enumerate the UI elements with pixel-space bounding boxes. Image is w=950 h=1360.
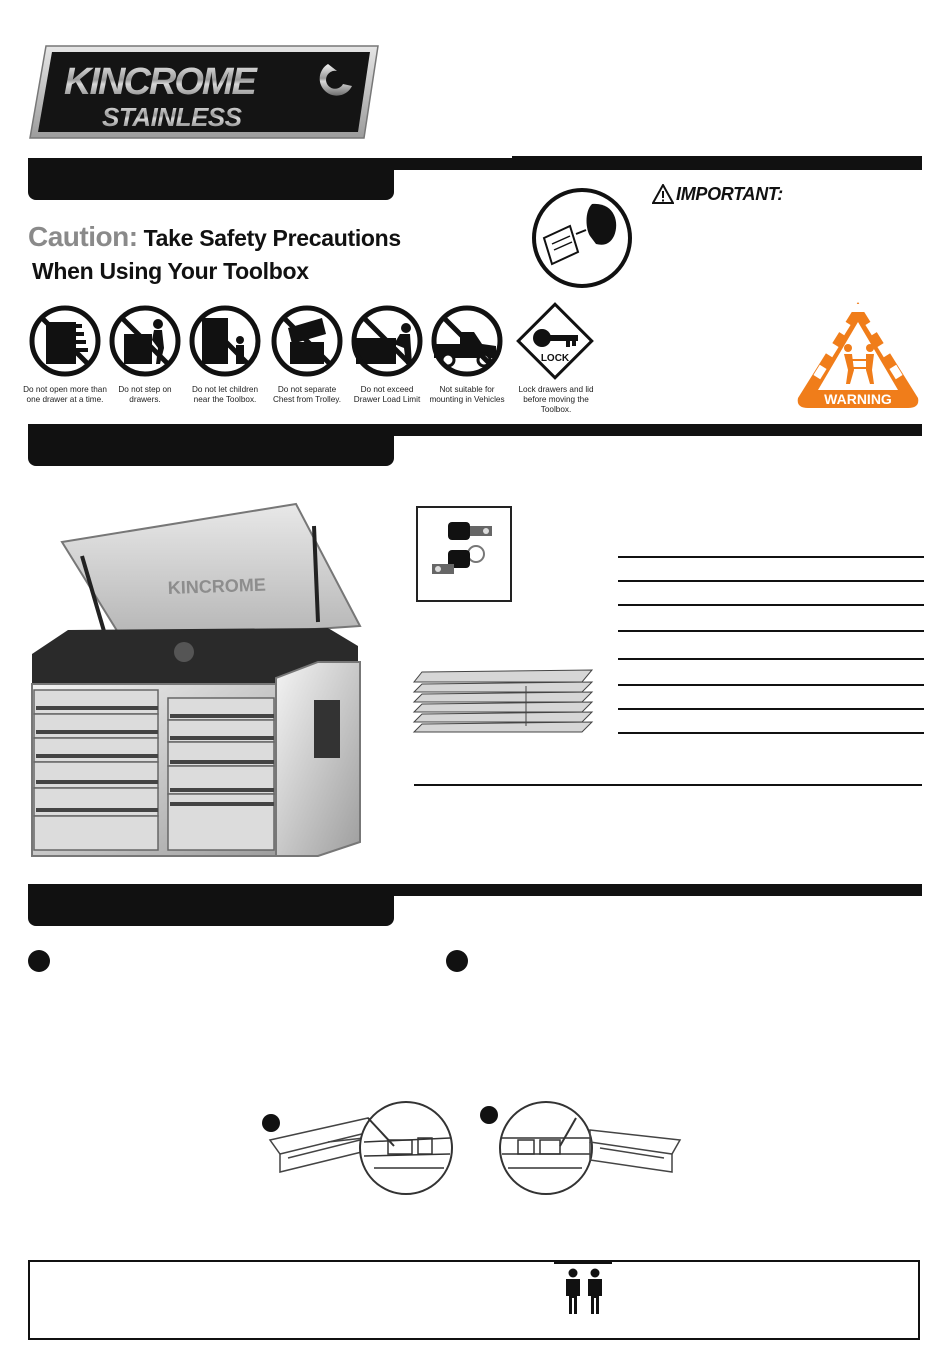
- step-marker: [480, 1106, 498, 1124]
- lid-brand-text: KINCROME: [167, 575, 266, 598]
- warning-sign-text: WARNING: [824, 391, 892, 407]
- section-header-bar: [28, 884, 922, 896]
- caution-word: Caution:: [28, 221, 138, 252]
- list-rule: [618, 580, 924, 582]
- list-rule: [618, 604, 924, 606]
- drawer-liner-mats-image: [412, 669, 594, 733]
- toolbox-chest-image: KINCROME: [31, 502, 362, 857]
- brand-wordmark: KINCROME: [64, 61, 259, 103]
- lock-sign-text: LOCK: [541, 353, 570, 364]
- list-rule: [618, 684, 924, 686]
- step-marker: [28, 950, 50, 972]
- list-rule: [618, 658, 924, 660]
- drawer-slide-lock-diagram: [499, 1101, 682, 1195]
- no-vehicle-mounting-icon: [431, 305, 503, 377]
- no-children-icon: [189, 305, 261, 377]
- section-header-tab: [28, 170, 394, 200]
- important-heading: IMPORTANT:: [676, 184, 783, 204]
- section-header-bar-right: [512, 156, 922, 170]
- list-rule: [618, 708, 924, 710]
- list-rule: [414, 784, 922, 786]
- no-multiple-drawers-icon: [29, 305, 101, 377]
- section-header-bar: [28, 424, 922, 436]
- two-person-lift-warning-icon: WARNING: [797, 302, 919, 408]
- drawer-slide-release-diagram: [268, 1101, 453, 1195]
- no-step-on-drawers-icon: [109, 305, 181, 377]
- section-header-tab: [28, 896, 394, 926]
- keys-image-box: [416, 506, 512, 602]
- step-marker: [446, 950, 468, 972]
- section-header-tab: [28, 436, 394, 466]
- caution-headline-text: Take Safety Precautions: [143, 225, 402, 251]
- no-exceed-load-icon: [351, 305, 423, 377]
- two-person-lift-icon: [566, 1268, 602, 1314]
- kincrome-stainless-logo: KINCROME STAINLESS: [29, 45, 379, 139]
- no-separate-chest-icon: [271, 305, 343, 377]
- keys-icon: [432, 522, 492, 574]
- list-rule: [618, 732, 924, 734]
- caution-subline: When Using Your Toolbox: [32, 258, 309, 284]
- footer-divider: [554, 1262, 612, 1264]
- lock-key-icon: LOCK: [516, 302, 594, 380]
- caution-headline: Caution: Take Safety Precautions: [28, 222, 401, 253]
- warning-triangle-icon: [652, 184, 674, 204]
- list-rule: [618, 630, 924, 632]
- step-marker: [262, 1114, 280, 1132]
- list-rule: [618, 556, 924, 558]
- read-manual-icon: [532, 188, 632, 288]
- footer-box: [28, 1260, 920, 1340]
- brand-subline: STAINLESS: [102, 102, 243, 132]
